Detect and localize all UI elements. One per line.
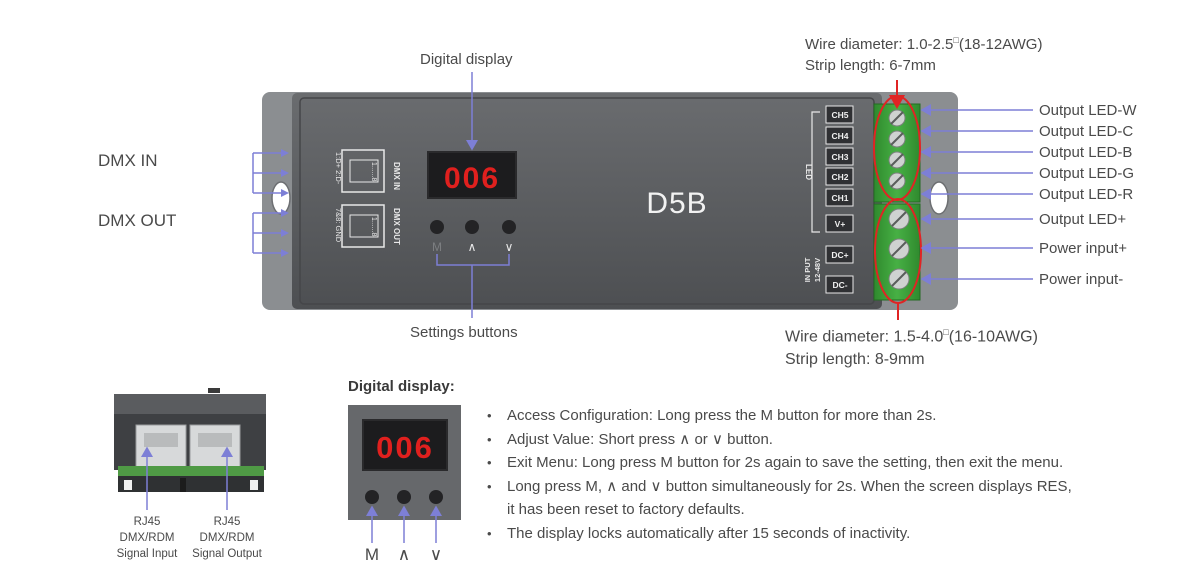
power-label-input-plus: Power input+ — [1039, 240, 1127, 257]
instruction-item-continuation: it has been reset to factory defaults. — [507, 501, 745, 518]
callout-digital-display: Digital display — [420, 51, 513, 68]
output-label-led-plus: Output LED+ — [1039, 211, 1127, 228]
port-label-dmx-out: DMX OUT — [392, 208, 401, 245]
digital-display-section-title: Digital display: — [348, 378, 455, 395]
mount-hole-right — [929, 181, 949, 215]
wire-spec-bottom-diameter: Wire diameter: 1.5-4.0□(16-10AWG) — [785, 327, 1038, 346]
pin-label-data: 1:D+ 2:D- — [334, 152, 343, 185]
ch4-label: CH4 — [831, 131, 848, 141]
rj45-module-illustration — [114, 388, 266, 492]
wire-spec-bottom-strip: Strip length: 8-9mm — [785, 351, 925, 368]
device-display-value: 006 — [444, 162, 500, 195]
rj-pin-numbers-in: 1......8 — [370, 162, 377, 182]
rj45-ports-panel: DMX IN DMX OUT 1:D+ 2:D- 7&8: GND 1.....… — [334, 149, 401, 248]
detail-button-pointers — [366, 505, 442, 543]
ch2-label: CH2 — [831, 172, 848, 182]
input-group-label: IN PUT — [803, 257, 812, 282]
pin-label-ground: 7&8: GND — [334, 208, 343, 243]
detail-button-label-up: ∧ — [398, 545, 410, 564]
detail-button-up[interactable] — [397, 490, 411, 504]
output-label-led-w: Output LED-W — [1039, 102, 1137, 119]
display-detail-panel: 006 — [348, 405, 461, 520]
detail-button-down[interactable] — [429, 490, 443, 504]
ch1-label: CH1 — [831, 193, 848, 203]
callout-settings-buttons: Settings buttons — [410, 324, 518, 341]
device-button-label-down: ∨ — [505, 240, 514, 254]
instruction-item: Exit Menu: Long press M button for 2s ag… — [487, 451, 1072, 475]
detail-button-m[interactable] — [365, 490, 379, 504]
vplus-label: V+ — [835, 219, 846, 229]
dc-plus-label: DC+ — [831, 250, 848, 260]
power-terminal-block — [873, 203, 921, 301]
output-label-led-g: Output LED-G — [1039, 165, 1135, 182]
controller-device: DMX IN DMX OUT 1:D+ 2:D- 7&8: GND 1.....… — [262, 80, 958, 320]
output-label-led-c: Output LED-C — [1039, 123, 1134, 140]
instruction-item: Adjust Value: Short press ∧ or ∨ button. — [487, 428, 1072, 452]
device-model-label: D5B — [646, 187, 707, 220]
rj-pin-numbers-out: 1......8 — [370, 217, 377, 237]
wire-spec-top-strip: Strip length: 6-7mm — [805, 57, 936, 74]
detail-display-value: 006 — [376, 430, 434, 465]
instruction-list: Access Configuration: Long press the M b… — [487, 404, 1072, 545]
instruction-item: The display locks automatically after 15… — [487, 522, 1072, 546]
instruction-item: Access Configuration: Long press the M b… — [487, 404, 1072, 428]
device-button-m[interactable] — [430, 220, 444, 234]
ch5-label: CH5 — [831, 110, 848, 120]
device-button-label-up: ∧ — [468, 240, 477, 254]
rj45-callout-lines — [141, 446, 233, 510]
device-body — [292, 93, 882, 309]
output-label-led-b: Output LED-B — [1039, 144, 1133, 161]
wire-spec-top-diameter: Wire diameter: 1.0-2.5□(18-12AWG) — [805, 35, 1043, 53]
callout-lines — [252, 72, 1033, 318]
device-button-up[interactable] — [465, 220, 479, 234]
callout-dmx-out: DMX OUT — [98, 211, 177, 230]
ch3-label: CH3 — [831, 152, 848, 162]
dc-minus-label: DC- — [832, 280, 847, 290]
callout-dmx-in: DMX IN — [98, 151, 158, 170]
port-label-dmx-in: DMX IN — [392, 162, 401, 190]
led-group-label: LED — [804, 164, 813, 180]
callout-arrowheads — [281, 149, 289, 257]
instruction-item: Long press M, ∧ and ∨ button simultaneou… — [487, 475, 1072, 499]
device-button-label-m: M — [432, 240, 442, 254]
detail-button-label-down: ∨ — [430, 545, 442, 564]
output-label-led-r: Output LED-R — [1039, 186, 1134, 203]
input-voltage-label: 12-48V — [813, 258, 822, 282]
device-button-down[interactable] — [502, 220, 516, 234]
device-digital-display — [427, 151, 517, 199]
channel-labels: LED CH5 CH4 CH3 CH2 CH1 V+ DC+ DC- IN PU… — [803, 105, 854, 294]
power-label-input-minus: Power input- — [1039, 271, 1124, 288]
detail-button-label-m: M — [365, 545, 379, 564]
